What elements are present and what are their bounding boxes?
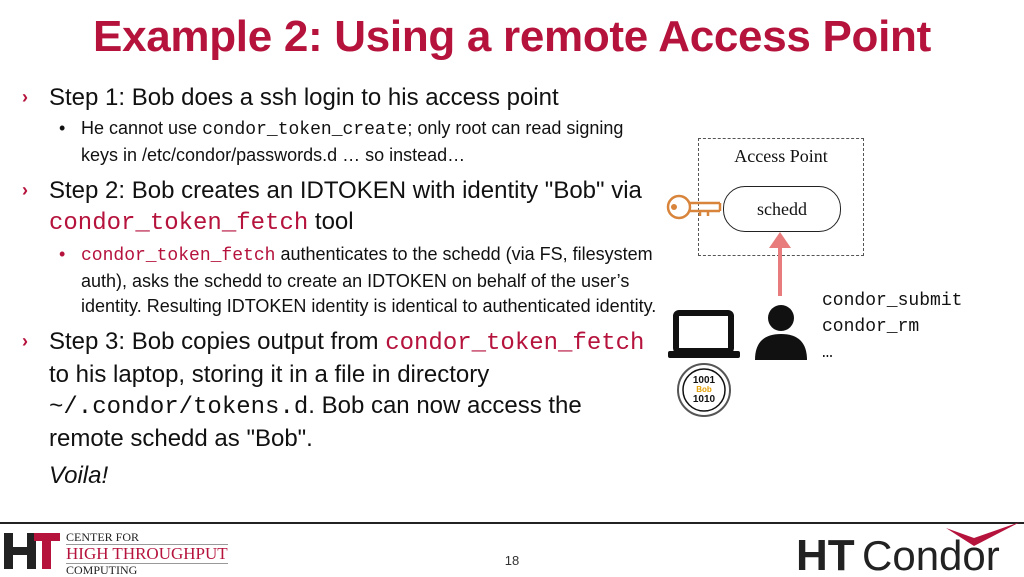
bullet-marker: › xyxy=(22,87,28,107)
command-ellipsis: … xyxy=(822,343,833,363)
ht-logo xyxy=(4,533,60,569)
text-span: ; only root can read signing keys in /et… xyxy=(81,118,624,165)
org-line-3: COMPUTING xyxy=(66,563,138,577)
bullet-step-1: › Step 1: Bob does a ssh login to his ac… xyxy=(22,82,662,113)
sub-bullet-marker: • xyxy=(59,244,66,264)
text-span: Step 3: Bob copies output from xyxy=(49,328,386,355)
org-line-1: CENTER FOR xyxy=(66,530,140,544)
token-badge-icon xyxy=(677,363,731,417)
footer-divider xyxy=(0,522,1024,524)
slide-title: Example 2: Using a remote Access Point xyxy=(93,12,931,61)
token-badge-bottom: 1010 xyxy=(693,394,716,405)
page-number: 18 xyxy=(504,553,520,568)
code-condor-token-fetch: condor_token_fetch xyxy=(385,330,645,357)
bullet-step-2: › Step 2: Bob creates an IDTOKEN with id… xyxy=(22,175,662,239)
htcondor-logo: HT Condor xyxy=(796,522,1020,576)
token-badge-top: 1001 xyxy=(693,375,716,386)
bullet-marker: › xyxy=(22,331,28,351)
user-icon xyxy=(755,305,807,360)
laptop-icon xyxy=(668,310,740,358)
htcondor-ht: HT xyxy=(796,531,855,576)
token-badge-mid: Bob xyxy=(696,385,712,394)
bullet-step-1-text: Step 1: Bob does a ssh login to his acce… xyxy=(49,84,559,111)
voila-text: Voila! xyxy=(49,462,109,489)
access-point-label: Access Point xyxy=(734,146,828,166)
bullet-step-3: › Step 3: Bob copies output from condor_… xyxy=(22,326,662,454)
chtc-wordmark: CENTER FOR HIGH THROUGHPUT COMPUTING xyxy=(66,531,228,577)
code-condor-token-fetch: condor_token_fetch xyxy=(81,246,276,266)
text-span: . Bob can now access the remote schedd a… xyxy=(49,392,582,452)
text-span: Step 2: Bob creates an IDTOKEN with iden… xyxy=(49,177,642,204)
text-span: authenticates to the schedd (via FS, fil… xyxy=(81,244,657,316)
code-tokens-dir: ~/.condor/tokens.d xyxy=(49,394,309,421)
text-span: He cannot use xyxy=(81,118,203,138)
bullet-list: › Step 1: Bob does a ssh login to his ac… xyxy=(22,82,662,491)
htcondor-condor: Condor xyxy=(862,532,1000,576)
command-condor-submit: condor_submit xyxy=(822,291,963,311)
bullet-step-2-sub: • condor_token_fetch authenticates to th… xyxy=(22,242,662,319)
sub-bullet-marker: • xyxy=(59,118,66,138)
voila-line: Voila! xyxy=(22,460,662,491)
bullet-marker: › xyxy=(22,180,28,200)
org-line-2: HIGH THROUGHPUT xyxy=(66,544,228,564)
code-condor-token-fetch: condor_token_fetch xyxy=(49,210,309,237)
schedd-node: schedd xyxy=(723,186,841,232)
bullet-step-1-sub: • He cannot use condor_token_create; onl… xyxy=(22,116,662,168)
code-condor-token-create: condor_token_create xyxy=(202,120,408,140)
command-condor-rm: condor_rm xyxy=(822,317,920,337)
command-list: condor_submit condor_rm … xyxy=(822,288,962,366)
text-span: to his laptop, storing it in a file in d… xyxy=(49,361,490,388)
text-span: tool xyxy=(308,208,354,235)
